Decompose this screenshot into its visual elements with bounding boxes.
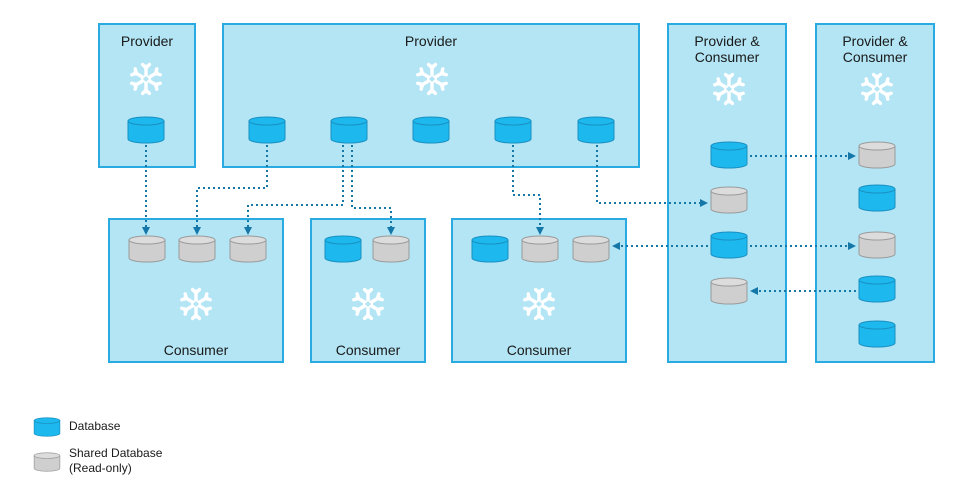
snowflake-icon	[354, 290, 382, 319]
shared-database-icon	[710, 277, 748, 305]
account-label: Provider & Consumer	[694, 33, 760, 65]
database-icon	[858, 184, 896, 212]
share-arrow	[351, 145, 395, 235]
account-label: Provider	[120, 33, 174, 49]
provider-account-2: Provider	[222, 23, 640, 168]
legend-database-icon	[33, 417, 61, 437]
snowflake-icon	[863, 75, 891, 104]
account-label: Consumer	[506, 342, 572, 358]
database-icon	[127, 116, 165, 144]
database-icon	[710, 141, 748, 169]
database-icon	[324, 235, 362, 263]
database-icon	[330, 116, 368, 144]
database-icon	[248, 116, 286, 144]
shared-database-icon	[229, 235, 267, 263]
account-label: Provider	[404, 33, 458, 49]
shared-database-icon	[858, 231, 896, 259]
database-icon	[412, 116, 450, 144]
shared-database-icon	[858, 141, 896, 169]
legend-shared-database-icon	[33, 452, 61, 472]
snowflake-icon	[182, 290, 210, 319]
shared-database-icon	[521, 235, 559, 263]
snowflake-icon	[132, 65, 160, 94]
share-arrow	[596, 145, 708, 207]
account-label: Provider & Consumer	[842, 33, 908, 65]
shared-database-icon	[128, 235, 166, 263]
account-label: Consumer	[163, 342, 229, 358]
provider-account-1: Provider	[98, 23, 196, 168]
share-arrow	[244, 145, 344, 235]
legend-shared-database-label: Shared Database (Read-only)	[69, 446, 163, 475]
shared-database-icon	[178, 235, 216, 263]
database-icon	[471, 235, 509, 263]
snowflake-icon	[525, 290, 553, 319]
database-icon	[858, 320, 896, 348]
legend-database-label: Database	[69, 419, 121, 433]
database-icon	[710, 231, 748, 259]
share-arrow	[193, 145, 268, 235]
database-icon	[858, 275, 896, 303]
database-icon	[494, 116, 532, 144]
shared-database-icon	[710, 186, 748, 214]
shared-database-icon	[572, 235, 610, 263]
shared-database-icon	[372, 235, 410, 263]
snowflake-icon	[418, 65, 446, 94]
account-label: Consumer	[335, 342, 401, 358]
snowflake-icon	[715, 75, 743, 104]
database-icon	[577, 116, 615, 144]
share-arrow	[512, 145, 544, 235]
